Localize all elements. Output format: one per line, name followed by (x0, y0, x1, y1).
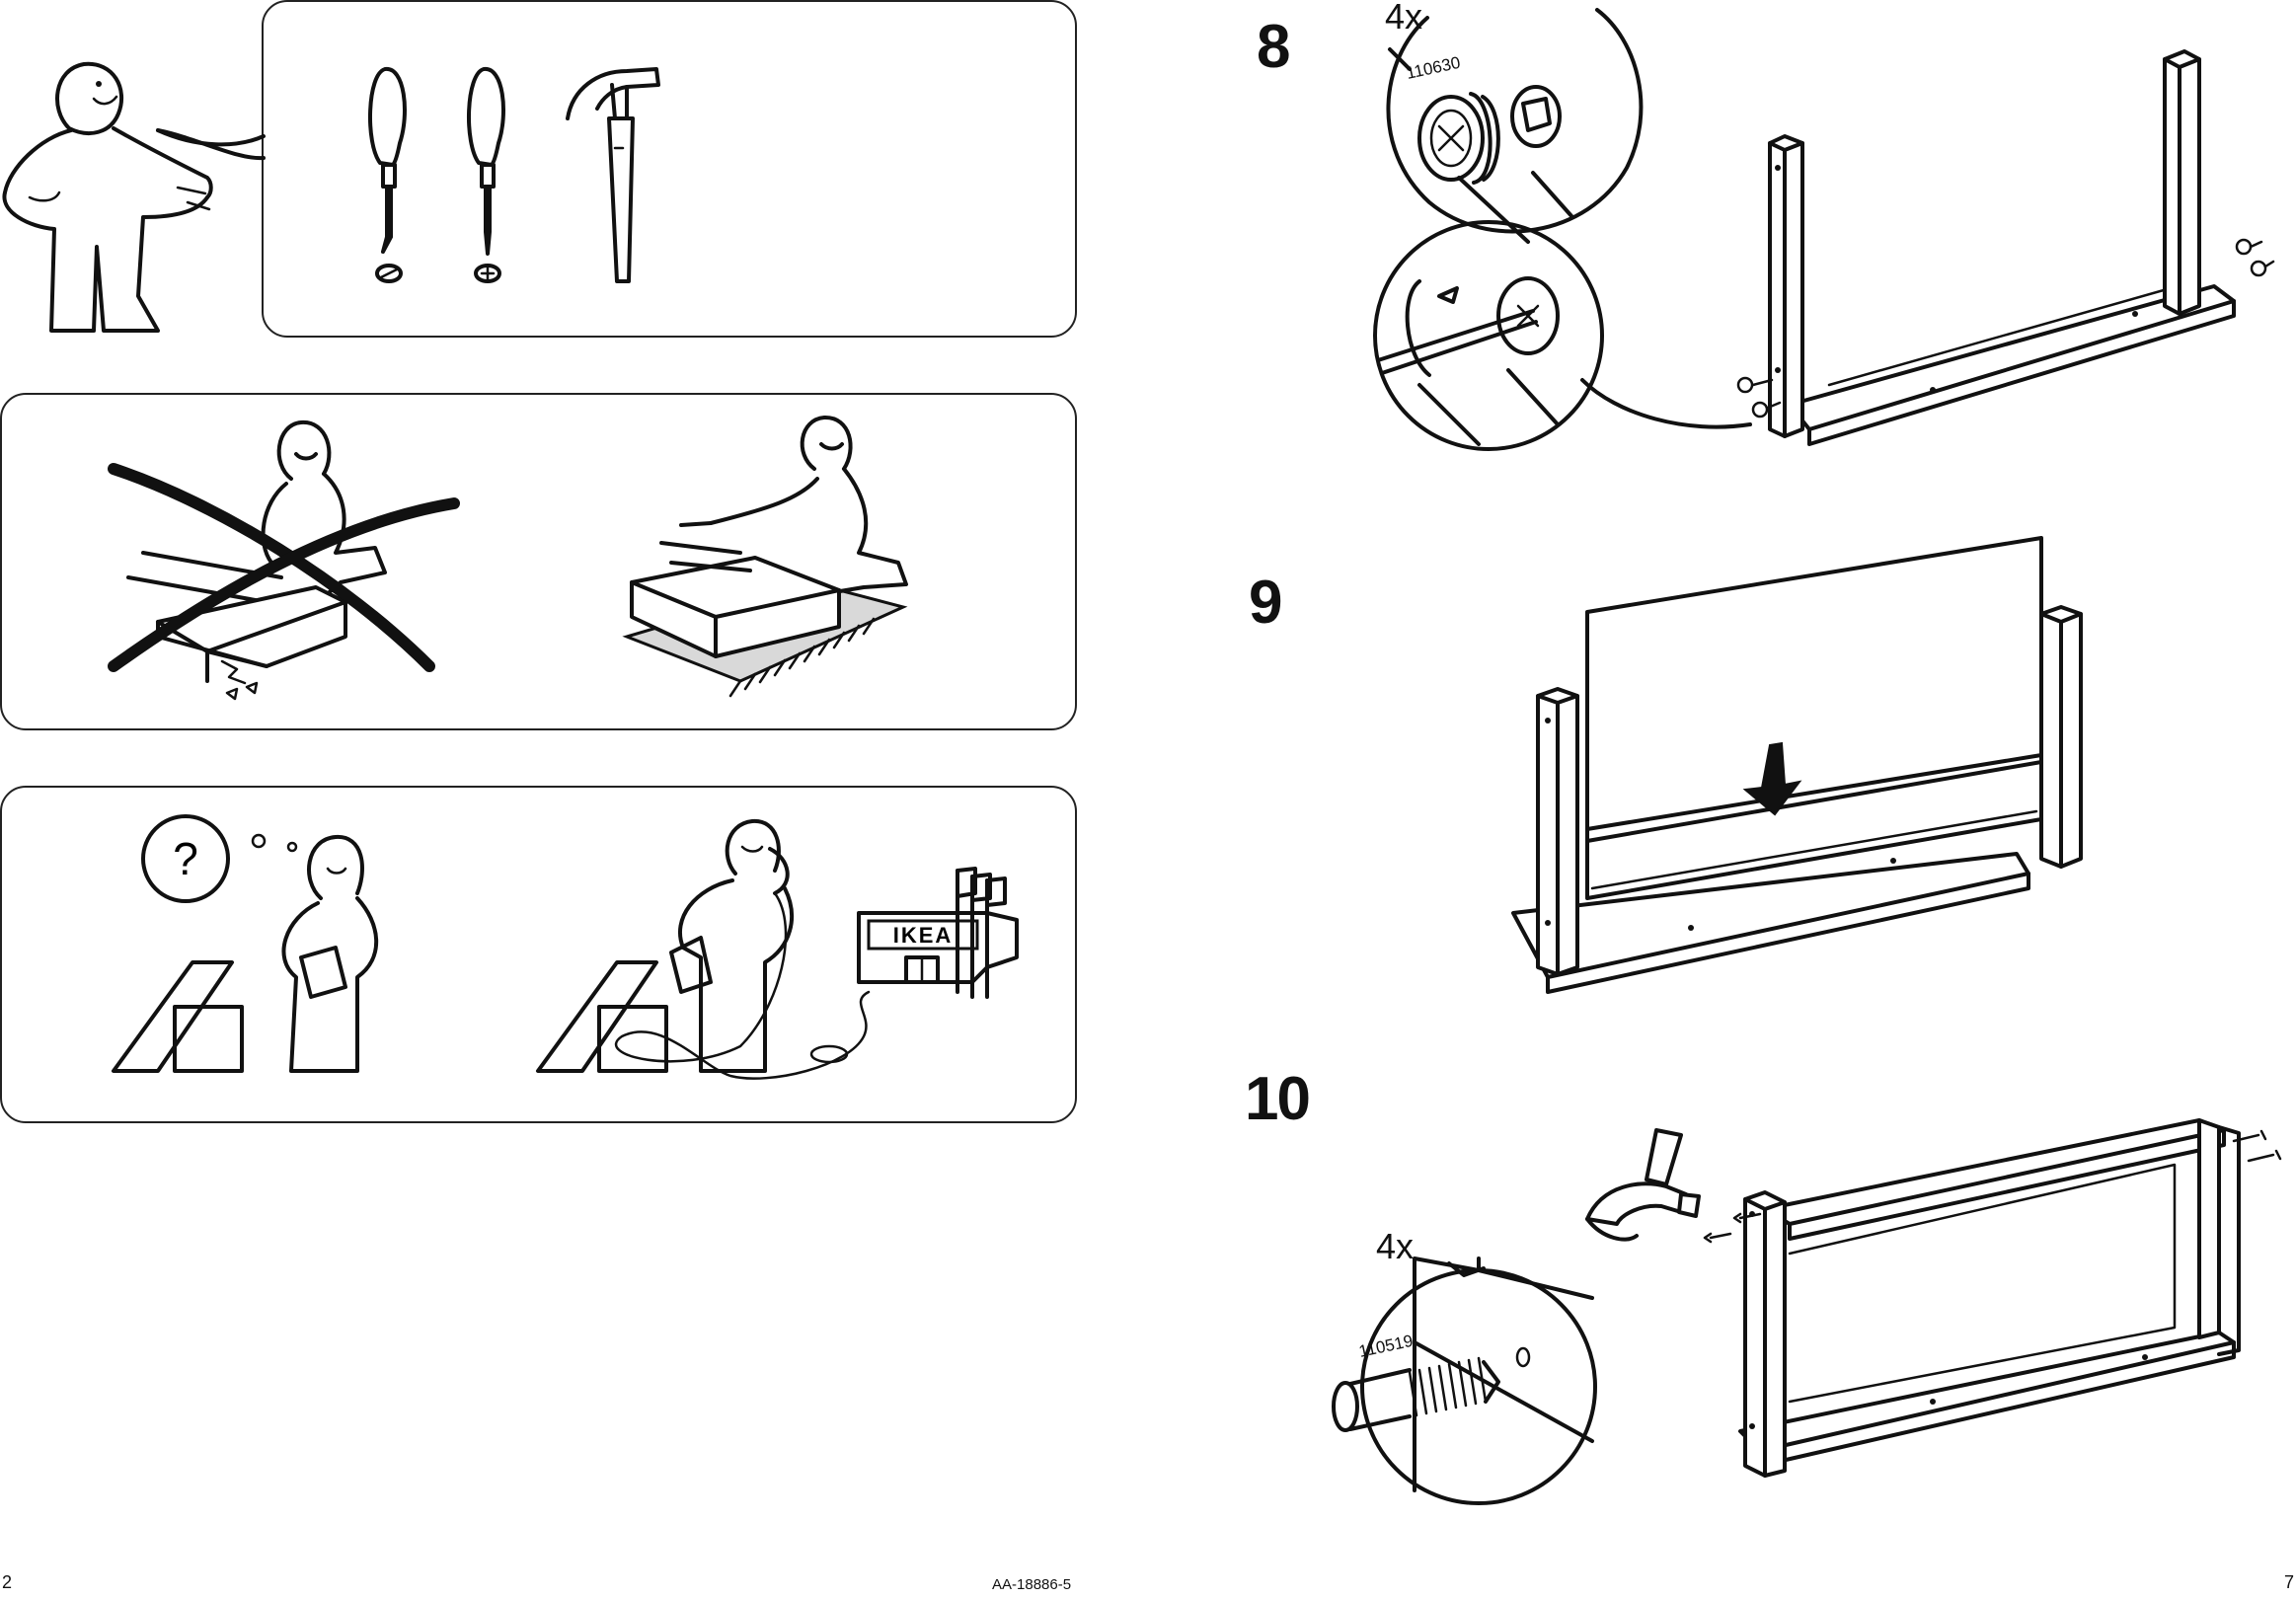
left-page: ? IKEA 2 AA-18886-5 (0, 0, 1148, 1599)
correct-floor-illustration (592, 415, 967, 711)
step-10-number: 10 (1245, 1064, 1309, 1134)
tool-figure-illustration (0, 0, 276, 336)
step-10-frame-illustration (1721, 1105, 2273, 1510)
phillips-screwdriver-icon (454, 64, 523, 291)
left-page-number: 2 (2, 1572, 12, 1593)
step-10-part-number: 110519 (1357, 1332, 1415, 1361)
right-page-number: 7 (2284, 1572, 2294, 1593)
wrong-floor-illustration (99, 415, 474, 711)
step-9-back-panel-illustration (1503, 533, 2175, 1007)
right-page: 8 4x 110630 (1148, 0, 2296, 1599)
step-8-part-number: 110630 (1405, 53, 1462, 83)
step-9-number: 9 (1249, 568, 1280, 638)
step-8-frame-illustration (1721, 39, 2273, 454)
step-8-number: 8 (1257, 12, 1288, 82)
confused-figure-illustration: ? (99, 809, 415, 1086)
ikea-store-sign: IKEA (893, 923, 954, 948)
call-ikea-illustration: IKEA (523, 809, 1036, 1086)
document-code: AA-18886-5 (992, 1576, 1071, 1593)
step-8-detail-cam-lock: 110630 (1360, 0, 1755, 454)
flat-screwdriver-icon (355, 64, 424, 291)
hammer-icon (558, 59, 676, 296)
question-mark: ? (173, 833, 198, 884)
step-10-hammer-icon (1582, 1125, 1721, 1283)
